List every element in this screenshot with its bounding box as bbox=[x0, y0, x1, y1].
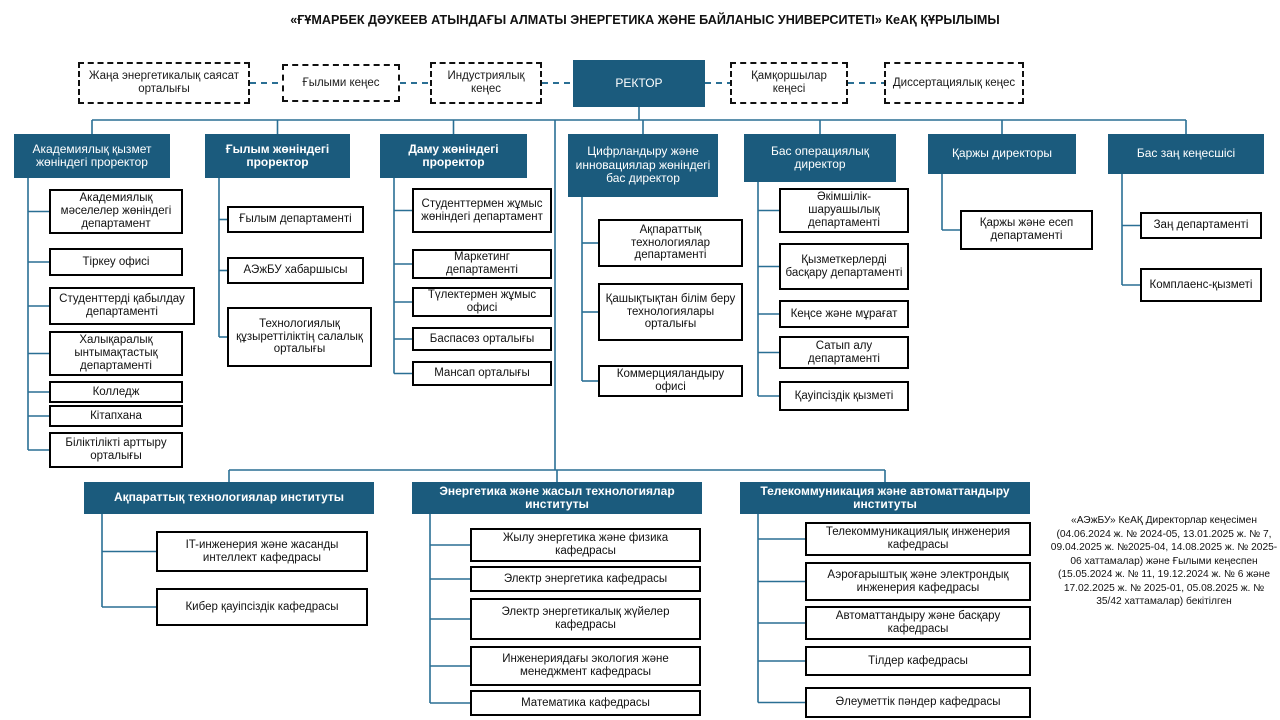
chair-box[interactable]: Автоматтандыру және басқару кафедрасы bbox=[805, 606, 1031, 640]
department-box[interactable]: Біліктілікті арттыру орталығы bbox=[49, 432, 183, 468]
executive-head-4[interactable]: Цифрландыру және инновациялар жөніндегі … bbox=[568, 134, 718, 197]
executive-head-2[interactable]: Ғылым жөніндегі проректор bbox=[205, 134, 350, 178]
rector-box[interactable]: РЕКТОР bbox=[573, 60, 705, 107]
chair-box[interactable]: Кибер қауіпсіздік кафедрасы bbox=[156, 588, 368, 626]
chair-box[interactable]: Электр энергетика кафедрасы bbox=[470, 566, 701, 592]
department-box[interactable]: Қызметкерлерді басқару департаменті bbox=[779, 243, 909, 290]
executive-head-5[interactable]: Бас операциялық директор bbox=[744, 134, 896, 182]
chair-box[interactable]: Тілдер кафедрасы bbox=[805, 646, 1031, 676]
chair-box[interactable]: IT-инженерия және жасанды интеллект кафе… bbox=[156, 531, 368, 572]
department-box[interactable]: Академиялық мәселелер жөніндегі департам… bbox=[49, 189, 183, 234]
department-box[interactable]: Түлектермен жұмыс офисі bbox=[412, 287, 552, 317]
advisory-board-left-3[interactable]: Индустриялық кеңес bbox=[430, 62, 542, 104]
department-box[interactable]: Студенттермен жұмыс жөніндегі департамен… bbox=[412, 188, 552, 233]
department-box[interactable]: Қауіпсіздік қызметі bbox=[779, 381, 909, 411]
advisory-board-right-2[interactable]: Диссертациялық кеңес bbox=[884, 62, 1024, 104]
chair-box[interactable]: Әлеуметтік пәндер кафедрасы bbox=[805, 687, 1031, 718]
advisory-board-left-1[interactable]: Жаңа энергетикалық саясат орталығы bbox=[78, 62, 250, 104]
department-box[interactable]: Тіркеу офисі bbox=[49, 248, 183, 276]
department-box[interactable]: Мансап орталығы bbox=[412, 361, 552, 386]
department-box[interactable]: Технологиялық құзыреттіліктің салалық ор… bbox=[227, 307, 372, 367]
chair-box[interactable]: Жылу энергетика және физика кафедрасы bbox=[470, 528, 701, 562]
department-box[interactable]: Халықаралық ынтымақтастық департаменті bbox=[49, 331, 183, 376]
advisory-board-left-2[interactable]: Ғылыми кеңес bbox=[282, 64, 400, 102]
department-box[interactable]: Кеңсе және мұрағат bbox=[779, 300, 909, 328]
department-box[interactable]: Маркетинг департаменті bbox=[412, 249, 552, 279]
chair-box[interactable]: Инженериядағы экология және менеджмент к… bbox=[470, 646, 701, 686]
department-box[interactable]: Заң департаменті bbox=[1140, 212, 1262, 239]
executive-head-7[interactable]: Бас заң кеңесшісі bbox=[1108, 134, 1264, 174]
department-box[interactable]: Ақпараттық технологиялар департаменті bbox=[598, 219, 743, 267]
institute-head-3[interactable]: Телекоммуникация және автоматтандыру инс… bbox=[740, 482, 1030, 514]
institute-head-2[interactable]: Энергетика және жасыл технологиялар инст… bbox=[412, 482, 702, 514]
institute-head-1[interactable]: Ақпараттық технологиялар институты bbox=[84, 482, 374, 514]
chair-box[interactable]: Аэроғарыштық және электрондық инженерия … bbox=[805, 562, 1031, 601]
executive-head-6[interactable]: Қаржы директоры bbox=[928, 134, 1076, 174]
department-box[interactable]: Баспасөз орталығы bbox=[412, 327, 552, 351]
department-box[interactable]: Қашықтықтан білім беру технологиялары ор… bbox=[598, 283, 743, 341]
department-box[interactable]: Сатып алу департаменті bbox=[779, 336, 909, 369]
department-box[interactable]: Ғылым департаменті bbox=[227, 206, 364, 233]
department-box[interactable]: Колледж bbox=[49, 381, 183, 403]
department-box[interactable]: Студенттерді қабылдау департаменті bbox=[49, 287, 195, 325]
executive-head-1[interactable]: Академиялық қызмет жөніндегі проректор bbox=[14, 134, 170, 178]
department-box[interactable]: Коммерцияландыру офисі bbox=[598, 365, 743, 397]
chair-box[interactable]: Электр энергетикалық жүйелер кафедрасы bbox=[470, 598, 701, 640]
advisory-board-right-1[interactable]: Қамқоршылар кеңесі bbox=[730, 62, 848, 104]
department-box[interactable]: Әкімшілік-шаруашылық департаменті bbox=[779, 188, 909, 233]
page-title: «ҒҰМАРБЕК ДӘУКЕЕВ АТЫНДАҒЫ АЛМАТЫ ЭНЕРГЕ… bbox=[290, 13, 1000, 27]
approval-footnote: «АЭжБУ» КеАҚ Директорлар кеңесімен (04.0… bbox=[1050, 515, 1278, 608]
chair-box[interactable]: Математика кафедрасы bbox=[470, 690, 701, 716]
department-box[interactable]: АЭжБУ хабаршысы bbox=[227, 257, 364, 284]
chair-box[interactable]: Телекоммуникациялық инженерия кафедрасы bbox=[805, 522, 1031, 556]
executive-head-3[interactable]: Даму жөніндегі проректор bbox=[380, 134, 527, 178]
department-box[interactable]: Комплаенс-қызметі bbox=[1140, 268, 1262, 302]
department-box[interactable]: Қаржы және есеп департаменті bbox=[960, 210, 1093, 250]
department-box[interactable]: Кітапхана bbox=[49, 405, 183, 427]
